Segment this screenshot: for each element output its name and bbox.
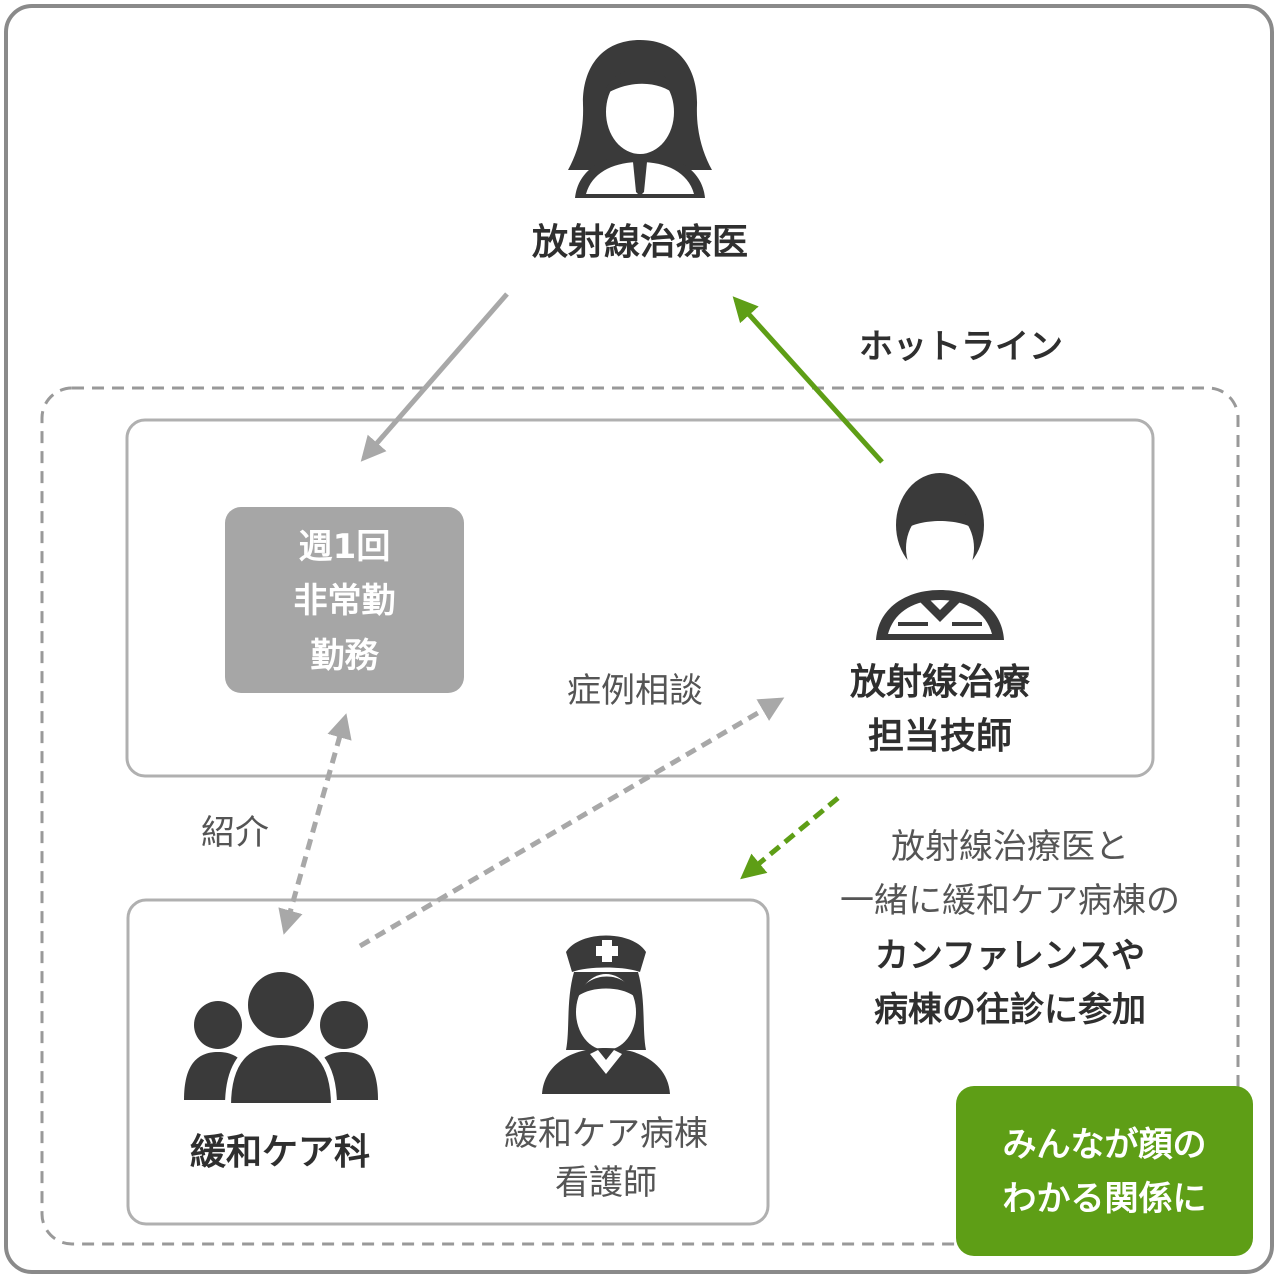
hospital-dashed-group — [40, 386, 1240, 1246]
palliative-nurse-label: 緩和ケア病棟 看護師 — [466, 1110, 746, 1209]
group-icon — [184, 966, 378, 1109]
hotline-label: ホットライン — [859, 327, 1063, 367]
nurse-icon — [542, 935, 670, 1094]
palliative-dept-label: 緩和ケア科 — [189, 1132, 370, 1173]
technician-line2: 担当技師 — [867, 716, 1012, 757]
part-time-line2: 非常勤 — [293, 581, 396, 622]
radiation-doctor-label: 放射線治療医 — [531, 222, 748, 263]
badge-box — [956, 1086, 1253, 1256]
male-staff-icon — [876, 473, 1004, 640]
nurse-line2: 看護師 — [555, 1163, 657, 1204]
note-line3: カンファレンスや — [874, 935, 1146, 976]
badge-line1: みんなが顔の — [1002, 1125, 1207, 1165]
part-time-line1: 週1回 — [298, 527, 391, 567]
technician-label: 放射線治療 担当技師 — [810, 656, 1070, 764]
female-doctor-icon — [568, 40, 712, 198]
part-time-label: 週1回 非常勤 勤務 — [225, 520, 464, 683]
note-line4: 病棟の往診に参加 — [874, 990, 1146, 1031]
referral-label: 紹介 — [201, 813, 269, 853]
palliative-box — [126, 898, 770, 1226]
outer-frame — [4, 4, 1274, 1274]
case-consult-label: 症例相談 — [567, 671, 703, 711]
note-line1: 放射線治療医と — [891, 827, 1129, 867]
case-consult-arrow — [358, 697, 785, 949]
radiology-box — [125, 418, 1155, 778]
badge-label: みんなが顔の わかる関係に — [956, 1118, 1253, 1227]
referral-arrow — [278, 713, 352, 935]
part-time-line3: 勤務 — [310, 635, 379, 676]
hotline-arrow — [732, 296, 884, 464]
doctor-to-parttime-arrow — [360, 292, 509, 462]
note-line2: 一緒に緩和ケア病棟の — [840, 881, 1180, 922]
part-time-box — [225, 507, 464, 693]
nurse-line1: 緩和ケア病棟 — [504, 1114, 708, 1154]
technician-line1: 放射線治療 — [849, 662, 1030, 703]
conference-arrow — [740, 796, 840, 880]
badge-line2: わかる関係に — [1002, 1179, 1207, 1220]
conference-note: 放射線治療医と 一緒に緩和ケア病棟の カンファレンスや 病棟の往診に参加 — [790, 820, 1230, 1038]
